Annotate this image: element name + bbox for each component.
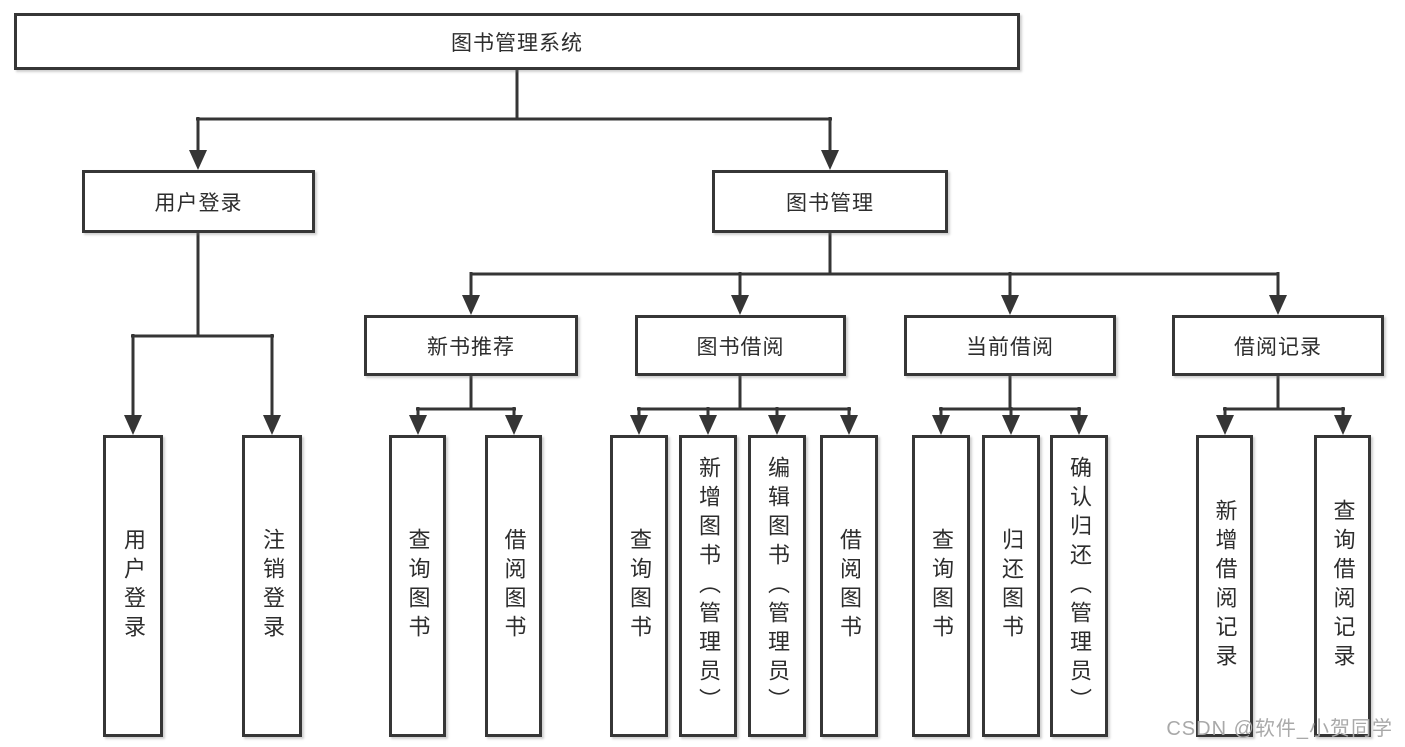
node-borrow-record-label: 借阅记录	[1234, 335, 1322, 359]
leaf-user-login-label: 用户登录	[121, 528, 146, 644]
node-new-book-recommend: 新书推荐	[364, 315, 578, 376]
leaf-query-book-c: 查询图书	[912, 435, 970, 737]
leaf-borrow-book-b: 借阅图书	[820, 435, 878, 737]
connector-root-to-level2	[189, 70, 839, 170]
node-book-borrow: 图书借阅	[635, 315, 846, 376]
leaf-confirm-return: 确认归还（管理员）	[1050, 435, 1108, 737]
node-new-book-recommend-label: 新书推荐	[427, 335, 515, 359]
leaf-query-book-a-label: 查询图书	[405, 528, 431, 644]
leaf-logout-label: 注销登录	[260, 528, 285, 644]
leaf-edit-book: 编辑图书（管理员）	[748, 435, 806, 737]
leaf-return-book: 归还图书	[982, 435, 1040, 737]
leaf-return-book-label: 归还图书	[999, 528, 1024, 644]
node-borrow-record: 借阅记录	[1172, 315, 1384, 376]
node-book-management-label: 图书管理	[786, 191, 874, 215]
connector-borrowrecord-to-leaves	[1216, 376, 1352, 435]
leaf-query-borrow-record: 查询借阅记录	[1314, 435, 1371, 737]
leaf-logout: 注销登录	[242, 435, 302, 737]
node-user-login: 用户登录	[82, 170, 315, 233]
leaf-confirm-return-label: 确认归还（管理员）	[1067, 455, 1092, 717]
csdn-watermark: CSDN @软件_小贺同学	[1166, 718, 1393, 740]
node-current-borrow: 当前借阅	[904, 315, 1116, 376]
leaf-add-borrow-record-label: 新增借阅记录	[1212, 499, 1238, 673]
node-current-borrow-label: 当前借阅	[966, 335, 1054, 359]
node-book-management: 图书管理	[712, 170, 948, 233]
leaf-query-book-b: 查询图书	[610, 435, 668, 737]
connector-userlogin-to-leaves	[124, 233, 281, 435]
connector-bookmgmt-to-level3	[462, 233, 1287, 315]
connector-bookborrow-to-leaves	[630, 376, 858, 435]
node-user-login-label: 用户登录	[154, 191, 243, 215]
node-root: 图书管理系统	[14, 13, 1020, 70]
leaf-add-book: 新增图书（管理员）	[679, 435, 737, 737]
node-root-label: 图书管理系统	[451, 31, 583, 55]
leaf-query-borrow-record-label: 查询借阅记录	[1330, 499, 1356, 673]
leaf-borrow-book-b-label: 借阅图书	[837, 528, 862, 644]
leaf-borrow-book-a-label: 借阅图书	[501, 528, 527, 644]
leaf-query-book-c-label: 查询图书	[929, 528, 954, 644]
leaf-user-login: 用户登录	[103, 435, 163, 737]
connector-currentborrow-to-leaves	[932, 376, 1088, 435]
leaf-edit-book-label: 编辑图书（管理员）	[765, 455, 790, 717]
connector-newbookrec-to-leaves	[409, 376, 523, 435]
leaf-query-book-b-label: 查询图书	[627, 528, 652, 644]
node-book-borrow-label: 图书借阅	[696, 335, 785, 359]
leaf-add-borrow-record: 新增借阅记录	[1196, 435, 1253, 737]
leaf-add-book-label: 新增图书（管理员）	[696, 455, 721, 717]
leaf-borrow-book-a: 借阅图书	[485, 435, 542, 737]
leaf-query-book-a: 查询图书	[389, 435, 446, 737]
